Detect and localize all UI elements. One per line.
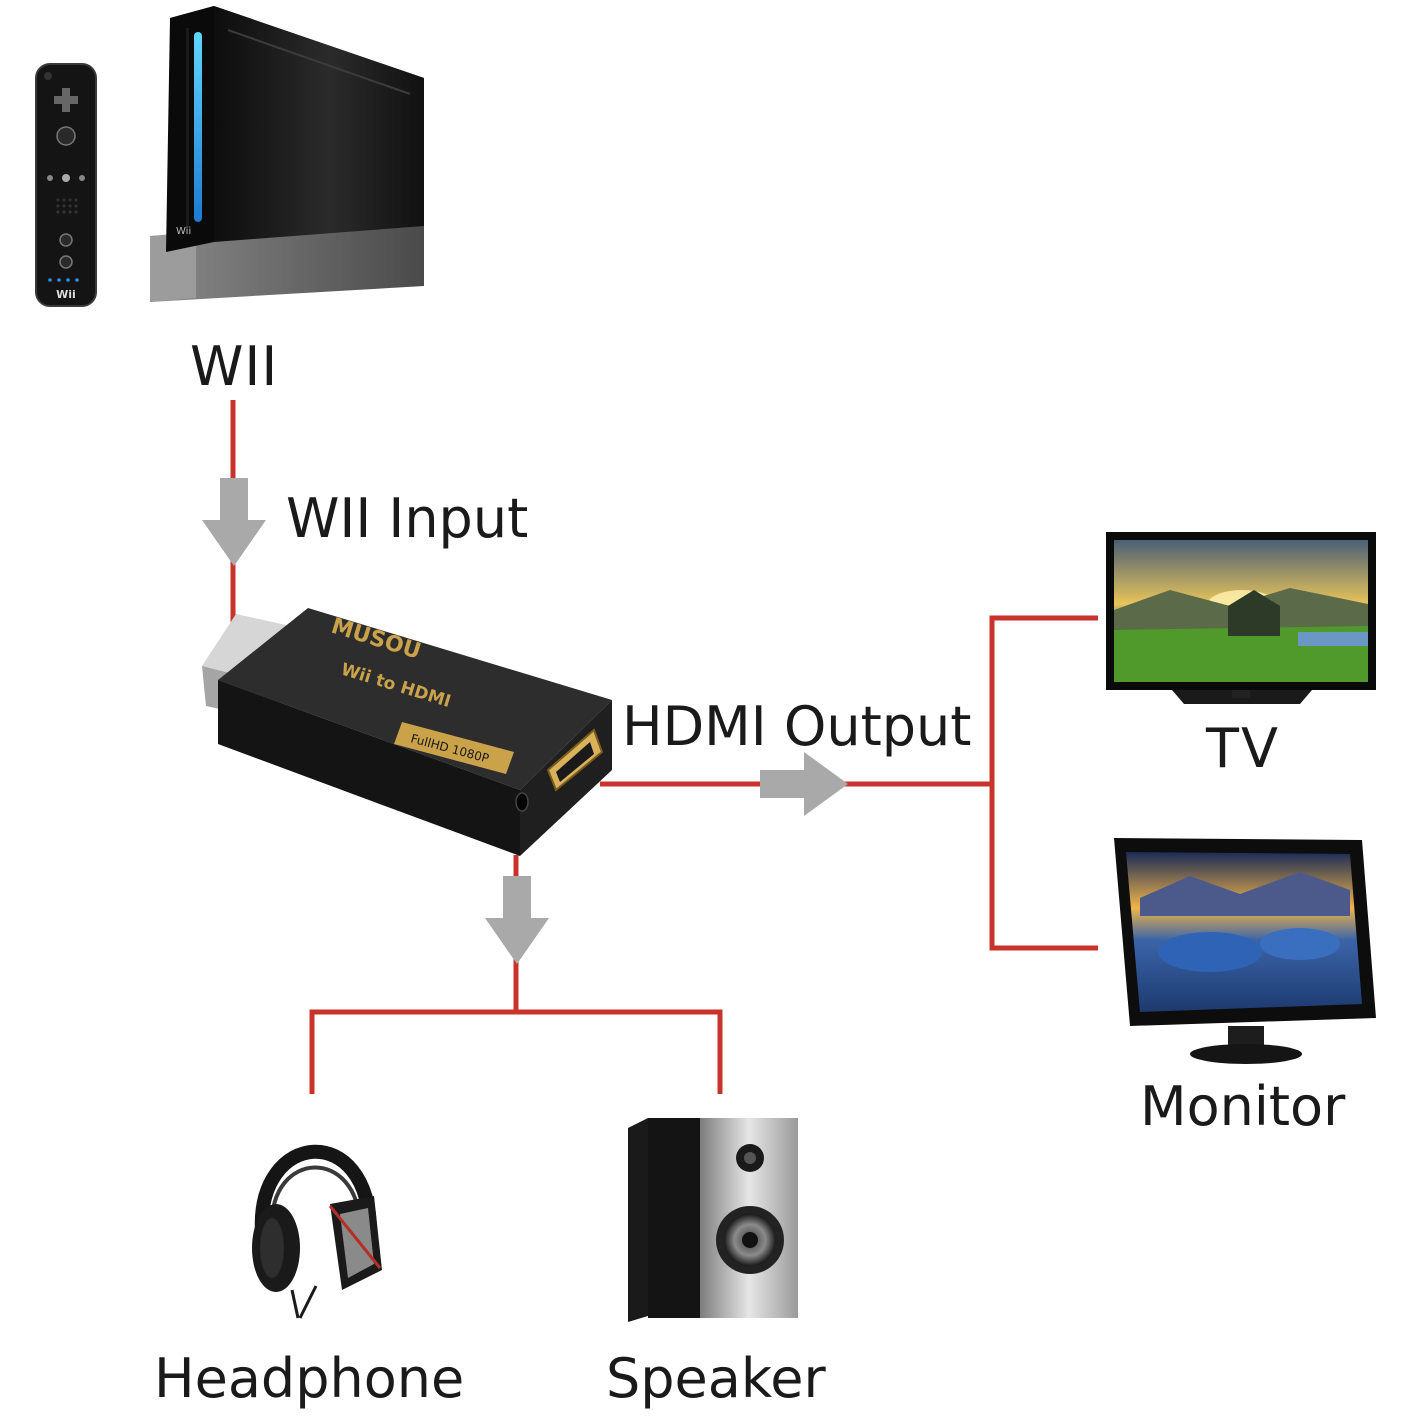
speaker-icon xyxy=(628,1118,798,1322)
console-logo: Wii xyxy=(176,226,191,237)
wii-input-arrow xyxy=(202,478,266,566)
hdmi-output-label: HDMI Output xyxy=(622,695,972,758)
display-branch-line xyxy=(989,615,1098,951)
tv-label: TV xyxy=(1206,717,1280,780)
headphone-label: Headphone xyxy=(154,1347,465,1410)
monitor-icon xyxy=(1114,838,1376,1064)
audio-branch-line xyxy=(309,1009,723,1094)
hdmi-output-arrow xyxy=(760,752,848,816)
tv-icon xyxy=(1106,532,1376,704)
monitor-label: Monitor xyxy=(1140,1075,1346,1138)
headphone-icon xyxy=(252,1144,382,1319)
wii-console-icon: Wii xyxy=(150,6,424,302)
speaker-label: Speaker xyxy=(606,1347,826,1410)
wii-label: WII xyxy=(190,335,279,398)
audio-output-arrow xyxy=(485,876,549,964)
remote-logo: Wii xyxy=(56,288,76,301)
wii-input-label: WII Input xyxy=(286,487,529,550)
adapter-icon: MUSOU Wii to HDMI FullHD 1080P xyxy=(202,608,612,856)
arrow-icon xyxy=(202,478,848,964)
wii-remote-icon: Wii xyxy=(35,63,97,307)
